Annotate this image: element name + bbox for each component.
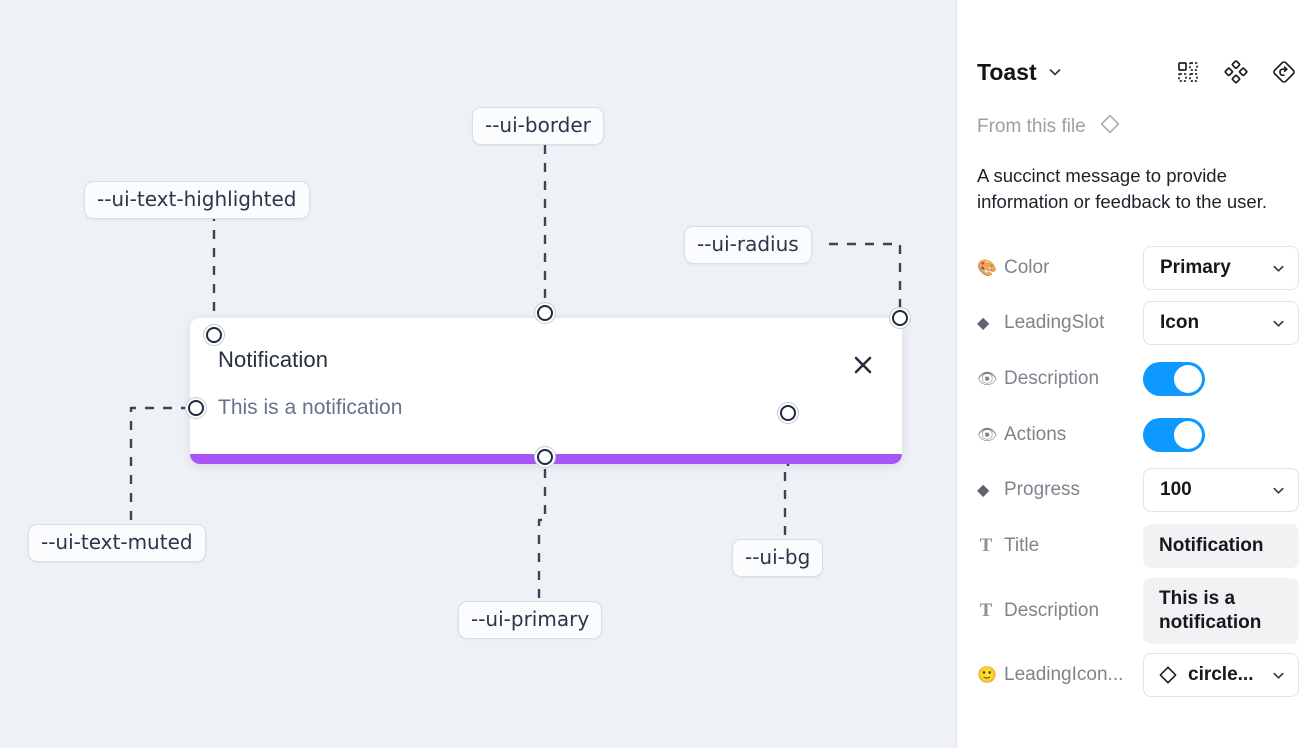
- title-field-wrapper: Notification: [1143, 524, 1299, 568]
- anchor-handle-text-muted[interactable]: [188, 400, 204, 416]
- anchor-handle-text-highlighted[interactable]: [206, 327, 222, 343]
- property-label-leadingslot: ◆ LeadingSlot: [977, 312, 1105, 333]
- color-select-wrapper: Primary: [1143, 246, 1299, 290]
- component-diamond-icon: [1098, 112, 1122, 141]
- progress-select[interactable]: 100: [1143, 468, 1299, 512]
- smiley-emoji: 🙂: [977, 667, 997, 684]
- property-row-description-toggle: 👁 Description: [957, 362, 1312, 396]
- token-label-ui-text-muted[interactable]: --ui-text-muted: [28, 524, 206, 562]
- component-cluster-icon[interactable]: [1223, 59, 1249, 85]
- chevron-down-icon: [1271, 261, 1286, 276]
- from-this-file-label: From this file: [977, 115, 1086, 137]
- anchor-handle-border[interactable]: [537, 305, 553, 321]
- chevron-down-icon: [1271, 483, 1286, 498]
- from-this-file-row[interactable]: From this file: [977, 112, 1122, 141]
- color-select[interactable]: Primary: [1143, 246, 1299, 290]
- property-label-leadingicon: 🙂 LeadingIcon...: [977, 664, 1124, 685]
- properties-panel: Toast: [956, 0, 1312, 748]
- actions-toggle-wrapper: [1143, 418, 1205, 452]
- reset-instance-icon[interactable]: [1271, 59, 1297, 85]
- component-description: A succinct message to provide informatio…: [977, 165, 1268, 212]
- property-row-description-text: T Description This is a notification: [957, 577, 1312, 645]
- property-row-title: T Title Notification: [957, 524, 1312, 568]
- property-row-progress: ◆ Progress 100: [957, 468, 1312, 512]
- eye-emoji: 👁: [977, 427, 998, 444]
- property-label-title: T Title: [977, 535, 1143, 557]
- component-variants-icon[interactable]: [1175, 59, 1201, 85]
- component-diamond-icon: [1156, 663, 1180, 687]
- chevron-down-icon[interactable]: [1047, 64, 1063, 80]
- toast-preview-card[interactable]: Notification This is a notification: [190, 318, 902, 464]
- anchor-handle-bg[interactable]: [780, 405, 796, 421]
- property-label-progress: ◆ Progress: [977, 479, 1081, 500]
- description-input[interactable]: This is a notification: [1143, 577, 1299, 645]
- token-label-ui-primary[interactable]: --ui-primary: [458, 601, 603, 639]
- property-label-color: 🎨 Color: [977, 257, 1050, 278]
- panel-title: Toast: [977, 58, 1037, 85]
- toggle-knob: [1174, 421, 1202, 449]
- palette-emoji: 🎨: [977, 260, 997, 277]
- description-toggle-wrapper: [1143, 362, 1205, 396]
- toast-title: Notification: [218, 347, 329, 372]
- leadingslot-select-wrapper: Icon: [1143, 301, 1299, 345]
- property-label-description-text: T Description: [977, 600, 1143, 622]
- anchor-handle-radius[interactable]: [892, 310, 908, 326]
- actions-toggle[interactable]: [1143, 418, 1205, 452]
- property-label-description: 👁 Description: [977, 368, 1100, 389]
- toast-description: This is a notification: [218, 396, 403, 419]
- property-label-actions: 👁 Actions: [977, 424, 1067, 445]
- title-input[interactable]: Notification: [1143, 524, 1299, 568]
- eye-emoji: 👁: [977, 371, 998, 388]
- diamond-icon: ◆: [977, 315, 990, 332]
- close-icon[interactable]: [850, 352, 876, 378]
- leadingicon-select-wrapper: circle...: [1143, 653, 1299, 697]
- description-toggle[interactable]: [1143, 362, 1205, 396]
- property-row-leadingslot: ◆ LeadingSlot Icon: [957, 301, 1312, 345]
- panel-header: Toast: [957, 48, 1312, 96]
- token-label-ui-text-highlighted[interactable]: --ui-text-highlighted: [84, 181, 310, 219]
- chevron-down-icon: [1271, 316, 1286, 331]
- anchor-handle-primary[interactable]: [537, 449, 553, 465]
- progress-select-wrapper: 100: [1143, 468, 1299, 512]
- leadingicon-select[interactable]: circle...: [1143, 653, 1299, 697]
- diamond-icon: ◆: [977, 482, 990, 499]
- text-type-icon: T: [979, 600, 993, 621]
- panel-header-actions: [1175, 48, 1297, 96]
- design-canvas[interactable]: Notification This is a notification --ui…: [0, 0, 956, 748]
- chevron-down-icon: [1271, 668, 1286, 683]
- description-field-wrapper: This is a notification: [1143, 577, 1299, 645]
- token-label-ui-border[interactable]: --ui-border: [472, 107, 604, 145]
- leadingslot-select[interactable]: Icon: [1143, 301, 1299, 345]
- token-label-ui-radius[interactable]: --ui-radius: [684, 226, 812, 264]
- property-row-actions-toggle: 👁 Actions: [957, 418, 1312, 452]
- property-row-leadingicon: 🙂 LeadingIcon... circle...: [957, 653, 1312, 697]
- property-row-color: 🎨 Color Primary: [957, 246, 1312, 290]
- token-label-ui-bg[interactable]: --ui-bg: [732, 539, 824, 577]
- text-type-icon: T: [979, 535, 993, 556]
- toggle-knob: [1174, 365, 1202, 393]
